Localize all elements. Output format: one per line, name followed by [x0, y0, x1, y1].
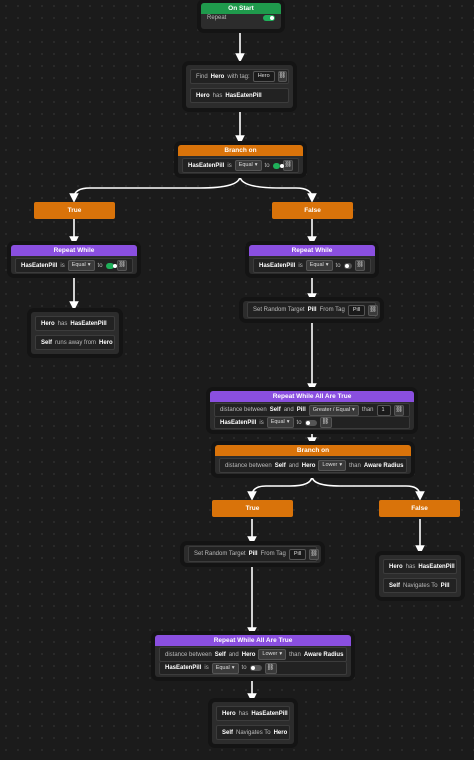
chevron-down-icon: ▾ [254, 162, 258, 168]
on-start-node[interactable]: On Start Repeat [201, 3, 281, 29]
tag-input[interactable]: Pill [347, 304, 366, 316]
repeat-toggle[interactable] [263, 15, 275, 21]
repeat-while-all-node-1[interactable]: Repeat While All Are True distance betwe… [210, 391, 414, 430]
repeat-label: Repeat [207, 15, 227, 21]
branch-top-title: Branch on [178, 145, 303, 156]
chevron-down-icon: ▾ [325, 262, 329, 268]
link-icon[interactable]: ⛓ [309, 548, 319, 560]
chevron-down-icon: ▾ [339, 462, 343, 468]
value-toggle[interactable] [249, 665, 262, 671]
chevron-down-icon: ▾ [87, 262, 91, 268]
value-input[interactable]: 1 [376, 404, 392, 416]
operator-dropdown[interactable]: Lower▾ [318, 460, 347, 471]
tag-input[interactable]: Hero [252, 71, 275, 82]
operator-dropdown[interactable]: Equal▾ [266, 417, 294, 428]
hero-has-row: Hero has HasEatenPill [190, 88, 289, 103]
operator-dropdown[interactable]: Greater / Equal▾ [308, 404, 359, 416]
value-toggle[interactable] [343, 262, 353, 269]
link-icon[interactable]: ⛓ [283, 160, 293, 171]
operator-dropdown[interactable]: Equal▾ [234, 160, 262, 171]
true-branch-mid[interactable]: True [212, 500, 293, 517]
operator-dropdown[interactable]: Equal▾ [67, 260, 95, 271]
value-toggle[interactable] [304, 419, 317, 426]
chevron-down-icon: ▾ [279, 651, 283, 657]
repeat-while-left-node[interactable]: Repeat While HasEatenPill is Equal▾ to ⛓ [11, 245, 137, 274]
repeat-while-all-node-2[interactable]: Repeat While All Are True distance betwe… [155, 635, 351, 677]
find-hero-node[interactable]: Find Hero with tag: Hero ⛓ Hero has HasE… [186, 65, 293, 108]
true-branch-top[interactable]: True [34, 202, 115, 219]
link-icon[interactable]: ⛓ [394, 404, 404, 416]
link-icon[interactable]: ⛓ [355, 260, 365, 271]
repeat-while-right-node[interactable]: Repeat While HasEatenPill is Equal▾ to ⛓ [249, 245, 375, 274]
chevron-down-icon: ▾ [352, 406, 355, 413]
on-start-title: On Start [201, 3, 281, 14]
tag-input[interactable]: Pill [288, 548, 307, 560]
link-icon[interactable]: ⛓ [117, 260, 127, 271]
operator-dropdown[interactable]: Lower▾ [258, 649, 287, 660]
chevron-down-icon: ▾ [231, 664, 235, 671]
find-row: Find Hero with tag: Hero ⛓ [190, 69, 289, 84]
false-branch-top[interactable]: False [272, 202, 353, 219]
branch-top-node[interactable]: Branch on HasEatenPill is Equal▾ to ⛓ [178, 145, 303, 174]
value-toggle[interactable] [105, 262, 117, 269]
link-icon[interactable]: ⛓ [319, 417, 332, 428]
false-branch-mid[interactable]: False [379, 500, 460, 517]
operator-dropdown[interactable]: Equal▾ [211, 662, 239, 674]
value-toggle[interactable] [272, 162, 284, 169]
chevron-down-icon: ▾ [286, 419, 290, 425]
operator-dropdown[interactable]: Equal▾ [305, 260, 333, 271]
link-icon[interactable]: ⛓ [277, 71, 288, 82]
link-icon[interactable]: ⛓ [368, 304, 378, 316]
link-icon[interactable]: ⛓ [264, 662, 277, 674]
